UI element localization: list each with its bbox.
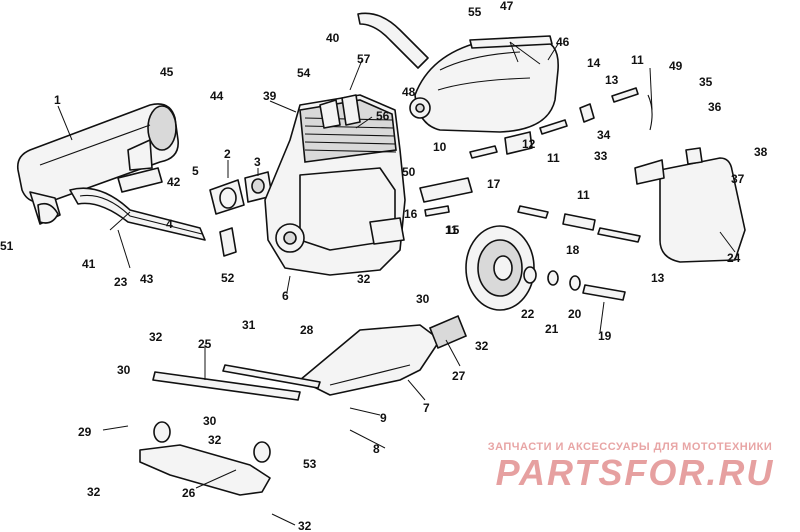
callout-5: 5 [192, 164, 199, 178]
callout-32: 32 [87, 485, 101, 499]
recoil-pulley [465, 225, 626, 311]
callout-12: 12 [522, 137, 536, 151]
watermark-caption: ЗАПЧАСТИ И АКСЕССУАРЫ ДЛЯ МОТОТЕХНИКИ [487, 441, 773, 453]
callout-57: 57 [357, 52, 371, 66]
watermark-logo: PARTSFOR.RU [495, 452, 775, 493]
callout-39: 39 [263, 89, 277, 103]
callout-50: 50 [402, 165, 416, 179]
callout-16: 16 [404, 207, 418, 221]
callout-30: 30 [203, 414, 217, 428]
callout-13: 13 [605, 73, 619, 87]
callout-24: 24 [727, 251, 741, 265]
callout-35: 35 [699, 75, 713, 89]
callout-6: 6 [282, 289, 289, 303]
lower-bracket [139, 444, 271, 496]
callout-11: 11 [631, 53, 644, 67]
callout-32: 32 [208, 433, 222, 447]
callout-56: 56 [376, 109, 390, 123]
callout-29: 29 [78, 425, 92, 439]
callout-11: 11 [547, 151, 560, 165]
callout-49: 49 [669, 59, 683, 73]
callout-25: 25 [198, 337, 212, 351]
callout-51: 51 [0, 239, 14, 253]
callout-30: 30 [117, 363, 131, 377]
fuel-tank [659, 157, 746, 263]
callout-31: 31 [242, 318, 256, 332]
callout-7: 7 [423, 401, 430, 415]
callout-37: 37 [731, 172, 745, 186]
muffler [16, 103, 179, 225]
intake-hose [357, 12, 429, 69]
engine-mount-plate [299, 324, 441, 396]
callout-3: 3 [254, 155, 261, 169]
rubber-mount [428, 314, 468, 350]
callout-41: 41 [82, 257, 96, 271]
callout-18: 18 [566, 243, 580, 257]
callout-22: 22 [521, 307, 535, 321]
callout-19: 19 [598, 329, 612, 343]
callout-27: 27 [452, 369, 466, 383]
callout-40: 40 [326, 31, 340, 45]
callout-54: 54 [297, 66, 311, 80]
callout-26: 26 [182, 486, 196, 500]
callout-14: 14 [587, 56, 601, 70]
callout-32: 32 [149, 330, 163, 344]
air-intake-housing [414, 39, 559, 133]
callout-32: 32 [475, 339, 489, 353]
callout-47: 47 [500, 0, 514, 13]
muffler-bracket [117, 167, 163, 193]
callout-11: 11 [577, 188, 590, 202]
callout-2: 2 [224, 147, 231, 161]
engine [264, 94, 406, 276]
leader-lines [57, 41, 736, 526]
callout-4: 4 [166, 217, 173, 231]
callout-33: 33 [594, 149, 608, 163]
callout-28: 28 [300, 323, 314, 337]
callout-32: 32 [357, 272, 371, 286]
callout-42: 42 [167, 175, 181, 189]
callout-45: 45 [160, 65, 174, 79]
callout-36: 36 [708, 100, 722, 114]
callout-13: 13 [651, 271, 665, 285]
callout-30: 30 [416, 292, 430, 306]
callout-32: 32 [298, 519, 312, 532]
callout-38: 38 [754, 145, 768, 159]
callout-20: 20 [568, 307, 582, 321]
callout-21: 21 [545, 322, 559, 336]
callout-11: 11 [445, 223, 458, 237]
callouts: 1 2 3 4 5 6 7 8 9 10 11 11 11 11 12 13 1… [0, 0, 768, 532]
callout-1: 1 [54, 93, 61, 107]
callout-55: 55 [468, 5, 482, 19]
exhaust-pipe [69, 187, 206, 241]
callout-9: 9 [380, 411, 387, 425]
callout-17: 17 [487, 177, 501, 191]
callout-15: 15 [446, 223, 460, 237]
callout-34: 34 [597, 128, 611, 142]
callout-23: 23 [114, 275, 128, 289]
callout-48: 48 [402, 85, 416, 99]
callout-46: 46 [556, 35, 570, 49]
callout-44: 44 [210, 89, 224, 103]
callout-52: 52 [221, 271, 235, 285]
fuel-lines [419, 87, 641, 243]
callout-8: 8 [373, 442, 380, 456]
callout-53: 53 [303, 457, 317, 471]
mount-rail [152, 371, 301, 401]
callout-43: 43 [140, 272, 154, 286]
callout-10: 10 [433, 140, 447, 154]
